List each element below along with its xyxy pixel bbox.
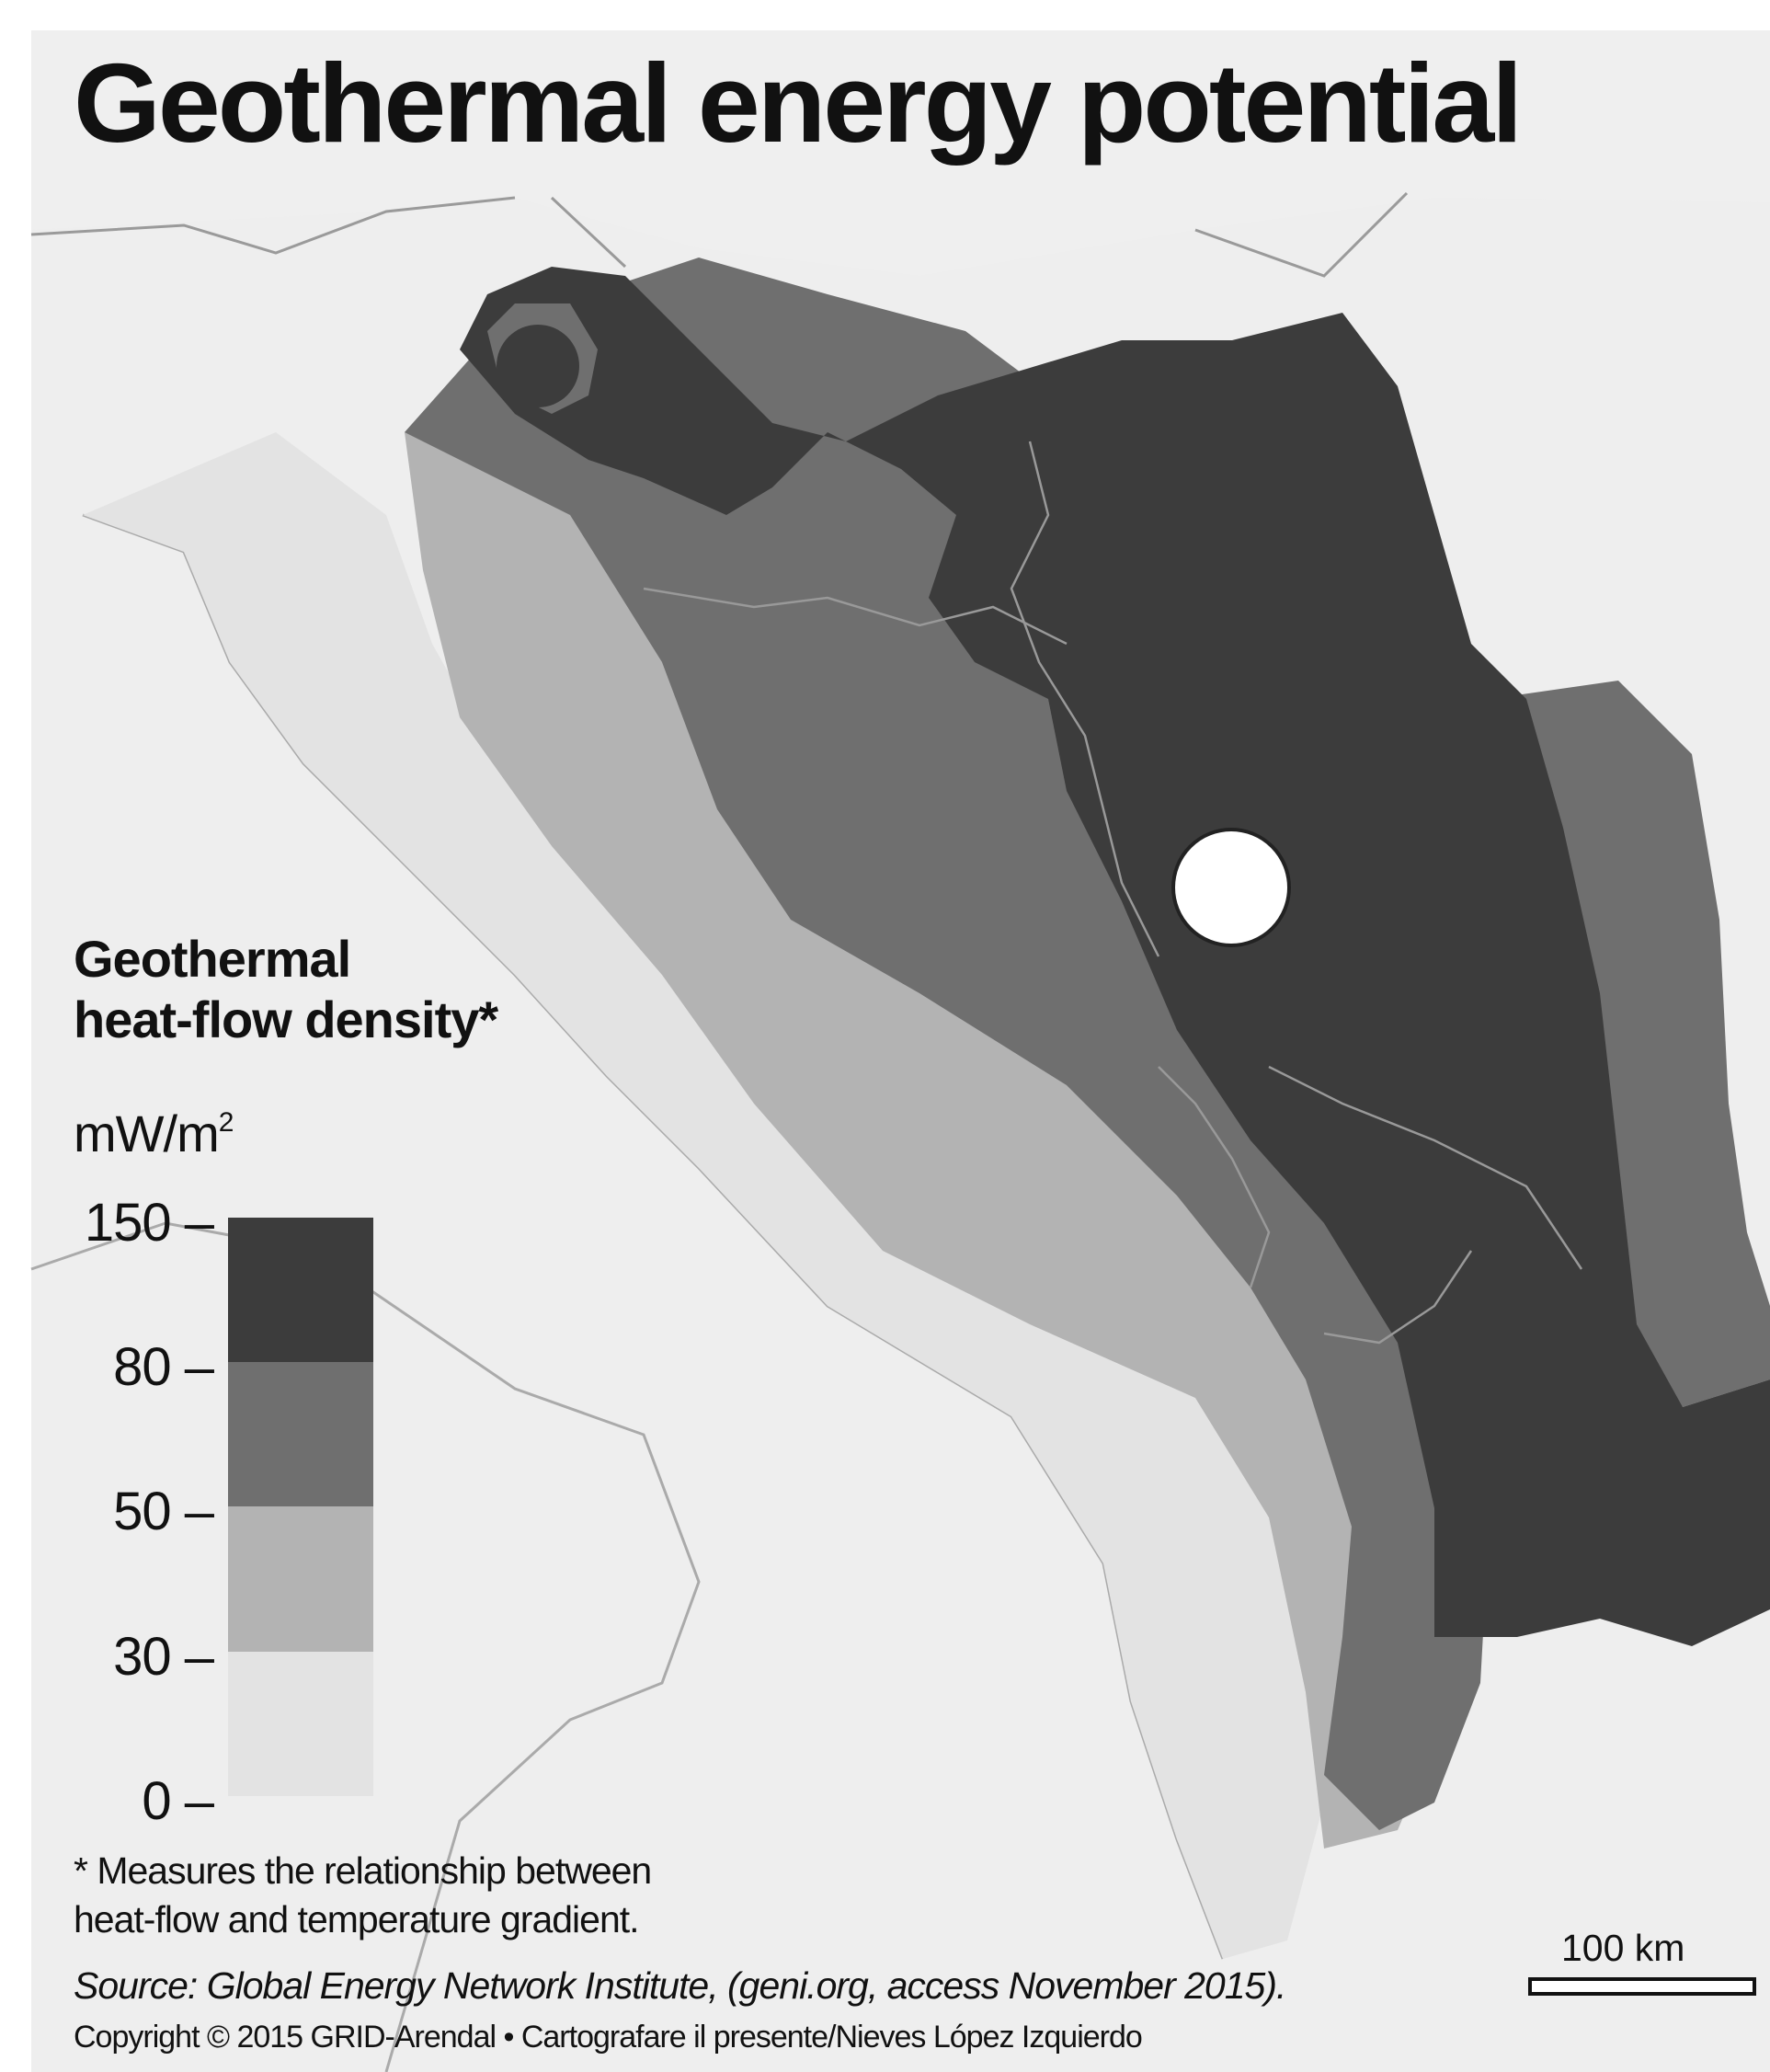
copyright-credit: Copyright © 2015 GRID-Arendal • Cartogra… bbox=[74, 2020, 1143, 2055]
scale-label: 100 km bbox=[1561, 1927, 1685, 1969]
northern-borders bbox=[30, 191, 1409, 278]
legend-swatch-30-50 bbox=[228, 1506, 373, 1652]
legend-tick-0: 0 – bbox=[142, 1771, 214, 1831]
legend-title: Geothermal heat-flow density* bbox=[74, 929, 498, 1050]
zone-medium bbox=[405, 432, 1453, 1849]
legend-title-line2: heat-flow density* bbox=[74, 990, 498, 1049]
legend-unit-text: mW/m bbox=[74, 1105, 220, 1162]
scale-bar bbox=[1528, 1977, 1756, 1996]
legend-unit: mW/m2 bbox=[74, 1104, 234, 1163]
footnote-line1: * Measures the relationship between bbox=[74, 1849, 652, 1892]
legend-title-line1: Geothermal bbox=[74, 930, 351, 988]
internal-borders bbox=[643, 441, 1583, 1345]
location-marker[interactable] bbox=[1171, 828, 1291, 947]
source-credit: Source: Global Energy Network Institute,… bbox=[74, 1964, 1286, 2007]
zone-very-high-spot bbox=[497, 325, 579, 407]
legend-tick-30: 30 – bbox=[113, 1627, 214, 1687]
legend-unit-superscript: 2 bbox=[218, 1107, 234, 1138]
footnote: * Measures the relationship between heat… bbox=[74, 1847, 652, 1945]
legend-tick-80: 80 – bbox=[113, 1337, 214, 1397]
zone-high bbox=[405, 258, 1490, 1830]
legend-swatch-0-30 bbox=[228, 1652, 373, 1796]
legend-swatch-80-150 bbox=[228, 1218, 373, 1362]
map-title: Geothermal energy potential bbox=[74, 40, 1523, 166]
legend-tick-150: 150 – bbox=[84, 1193, 214, 1253]
footnote-line2: heat-flow and temperature gradient. bbox=[74, 1898, 640, 1941]
legend-swatch-50-80 bbox=[228, 1362, 373, 1506]
legend-tick-50: 50 – bbox=[113, 1482, 214, 1541]
zone-very-high bbox=[460, 267, 1770, 1646]
zone-low bbox=[83, 432, 1324, 1959]
